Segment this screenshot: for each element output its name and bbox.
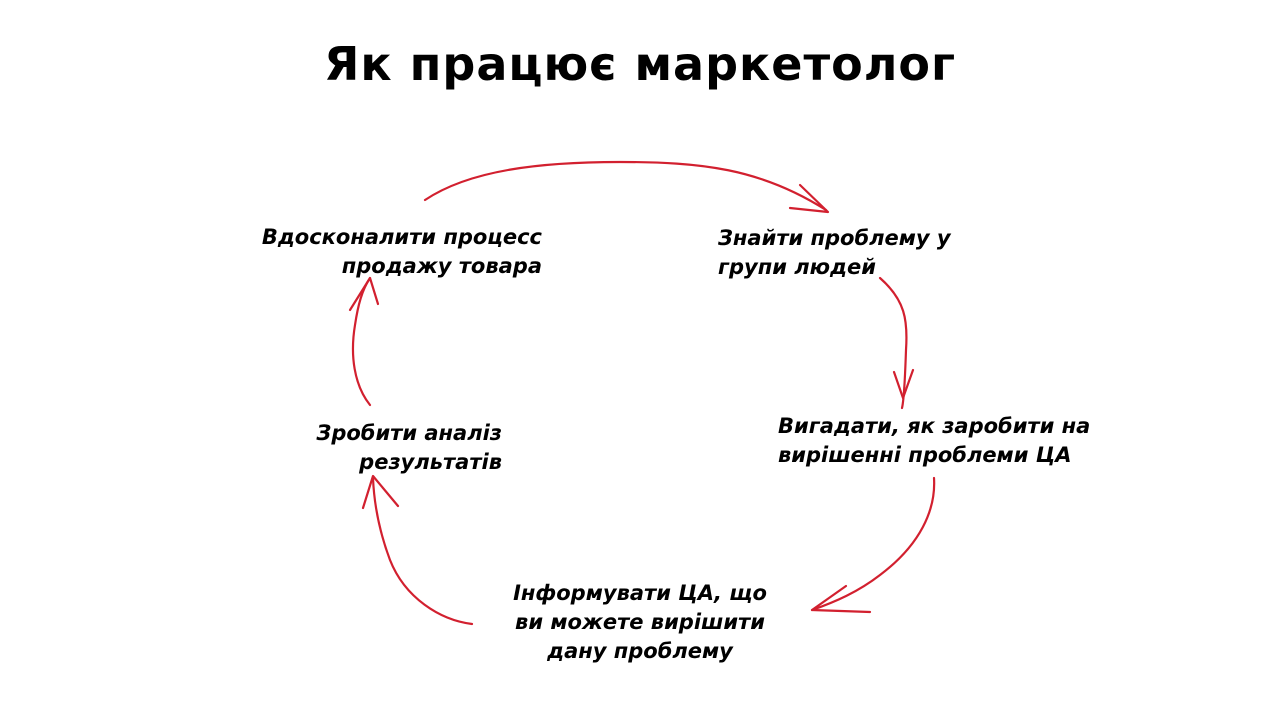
arrowhead-5-to-1 — [348, 276, 380, 312]
arrowhead-4-to-5 — [361, 474, 400, 510]
step-line: ви можете вирішити — [515, 610, 765, 634]
step-line: дану проблему — [547, 639, 733, 663]
step-line: Вдосконалити процесс — [261, 225, 542, 249]
step-line: вирішенні проблеми ЦА — [778, 443, 1072, 467]
step-invent-monetization: Вигадати, як заробити на вирішенні пробл… — [778, 412, 1158, 470]
step-line: Вигадати, як заробити на — [778, 414, 1091, 438]
step-line: групи людей — [718, 255, 876, 279]
step-line: результатів — [359, 450, 502, 474]
step-improve-sales-process: Вдосконалити процесс продажу товара — [150, 223, 542, 281]
step-find-problem: Знайти проблему у групи людей — [718, 224, 1038, 282]
step-line: Знайти проблему у — [718, 226, 951, 250]
slide-title: Як працює маркетолог — [323, 37, 957, 91]
arrowhead-2-to-3 — [892, 368, 915, 400]
step-line: Інформувати ЦА, що — [513, 581, 767, 605]
arrowhead-3-to-4 — [810, 584, 872, 614]
step-line: Зробити аналіз — [316, 421, 502, 445]
arrow-5-to-1 — [351, 276, 372, 407]
arrow-1-to-2 — [423, 160, 828, 212]
step-line: продажу товара — [341, 254, 542, 278]
step-inform-audience: Інформувати ЦА, що ви можете вирішити да… — [430, 579, 850, 666]
step-analyze-results: Зробити аналіз результатів — [180, 419, 502, 477]
arrow-3-to-4 — [810, 476, 936, 612]
arrow-2-to-3 — [878, 276, 908, 410]
arrow-4-to-5 — [371, 476, 474, 626]
arrowhead-1-to-2 — [788, 183, 830, 214]
